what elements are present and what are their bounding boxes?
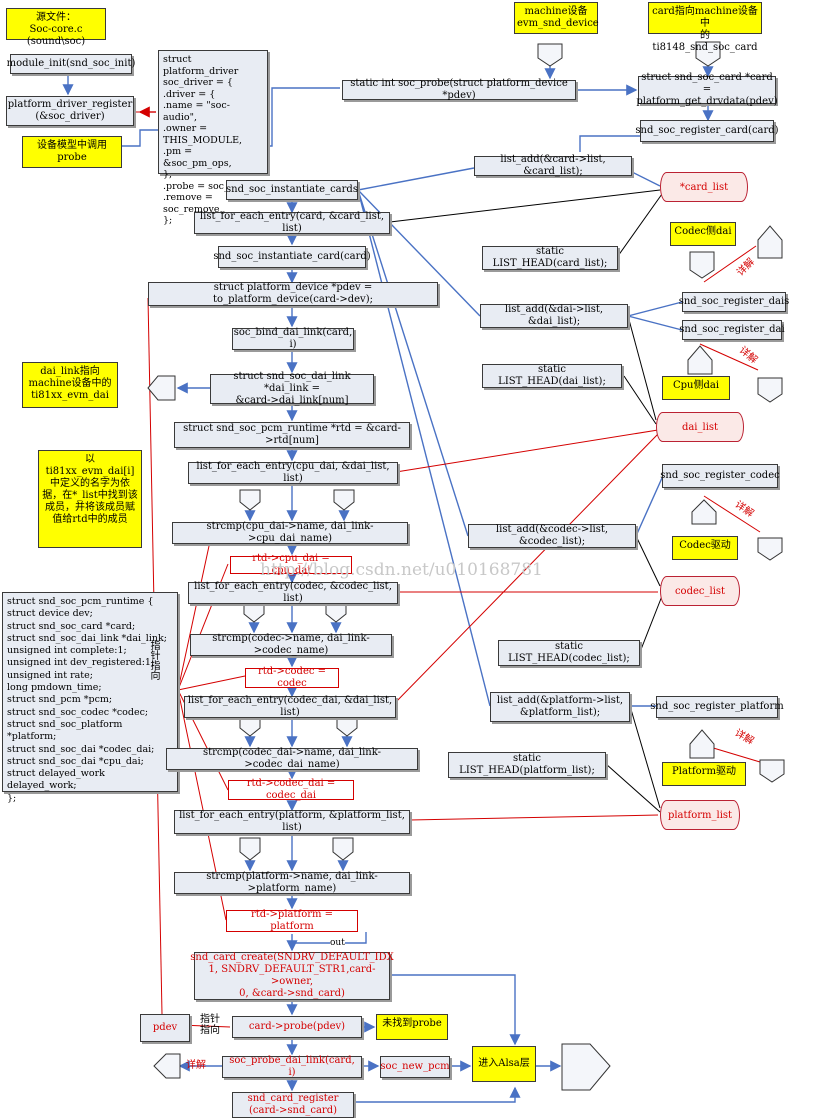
rtd-platform-box: rtd->platform = platform (226, 909, 358, 932)
foreach-platform-box: list_for_each_entry(platform, &platform_… (174, 810, 410, 834)
list-head-card-box: static LIST_HEAD(card_list); (482, 246, 618, 270)
dai-list-storage: dai_list (656, 412, 744, 442)
foreach-codec-dai-box: list_for_each_entry(codec_dai, &dai_list… (184, 695, 396, 718)
snd-card-register-box: snd_card_register (card->snd_card) (232, 1092, 354, 1118)
register-card-box: snd_soc_register_card(card) (635, 120, 779, 142)
register-dais-box: snd_soc_register_dais (679, 292, 789, 312)
main-flow-arrows (62, 66, 714, 1103)
card-probe-box: card->probe(pdev) (232, 1016, 362, 1038)
bind-dai-link-box: soc_bind_dai_link(card, i) (232, 327, 354, 350)
dai-link-assign-box: struct snd_soc_dai_link *dai_link = &car… (210, 371, 374, 406)
list-head-platform-box: static LIST_HEAD(platform_list); (448, 752, 606, 778)
module-init-box: module_init(snd_soc_init) (7, 54, 135, 74)
soc-probe-box: static int soc_probe(struct platform_dev… (342, 78, 576, 101)
strcmp-platform-box: strcmp(platform->name, dai_link->platfor… (174, 871, 410, 894)
source-file-note: 源文件： Soc-core.c (sound\soc) (6, 8, 106, 47)
foreach-card-box: list_for_each_entry(card, &card_list, li… (194, 211, 390, 234)
out-label: out (330, 938, 345, 949)
rtd-cpu-dai-box: rtd->cpu_dai = cpu_dai (230, 553, 352, 576)
pdev-box: pdev (140, 1014, 190, 1042)
rtd-codec-dai-box: rtd->codec_dai = codec_dai (228, 778, 354, 801)
probe-dai-link-box: soc_probe_dai_link(card, i) (222, 1055, 362, 1078)
snd-card-create-box: snd_card_create(SNDRV_DEFAULT_IDX 1, SND… (190, 952, 394, 1000)
list-add-codec-box: list_add(&codec->list, &codec_list); (468, 524, 636, 548)
strcmp-codec-box: strcmp(codec->name, dai_link->codec_name… (190, 633, 392, 656)
cpu-dai-note: Cpu侧dai (662, 376, 730, 400)
strcmp-cpu-box: strcmp(cpu_dai->name, dai_link->cpu_dai_… (172, 521, 408, 544)
dai-link-note: dai_link指向 machine设备中的 ti81xx_evm_dai (22, 362, 118, 408)
card-list-storage: *card_list (660, 172, 748, 202)
register-platform-box: snd_soc_register_platform (650, 696, 784, 718)
platform-driver-register-box: platform_driver_register (&soc_driver) (6, 96, 134, 126)
alsa-layer-note: 进入Alsa层 (472, 1046, 536, 1082)
platform-list-storage: platform_list (660, 800, 740, 830)
list-add-card-box: list_add(&card->list, &card_list); (474, 154, 632, 177)
to-platform-device-box: struct platform_device *pdev = to_platfo… (148, 282, 438, 306)
foreach-cpu-dai-box: list_for_each_entry(cpu_dai, &dai_list, … (188, 461, 398, 484)
list-head-codec-box: static LIST_HEAD(codec_list); (498, 640, 640, 666)
machine-device-note: machine设备 evm_snd_device (514, 2, 599, 34)
detail-label-bottom: 详解 (186, 1060, 206, 1071)
strcmp-codec-dai-box: strcmp(codec_dai->name, dai_link->codec_… (166, 747, 418, 770)
rtd-note: 以ti81xx_evm_dai[i] 中定义的名字为依 据，在*_list中找到… (38, 450, 142, 548)
soc-driver-struct: struct platform_driver soc_driver = { .d… (158, 50, 268, 226)
list-add-platform-box: list_add(&platform->list, &platform_list… (490, 692, 630, 722)
arrow-shapes (147, 41, 785, 1091)
rtd-codec-box: rtd->codec = codec (245, 666, 339, 689)
card-get-box: struct snd_soc_card *card = platform_get… (636, 72, 778, 107)
list-add-dai-box: list_add(&dai->list, &dai_list); (480, 304, 628, 328)
list-head-dai-box: static LIST_HEAD(dai_list); (482, 364, 622, 388)
list-head-connectors (389, 189, 663, 813)
codec-list-storage: codec_list (660, 576, 740, 606)
instantiate-cards-box: snd_soc_instantiate_cards (226, 180, 358, 200)
probe-not-found-note: 未找到probe (376, 1014, 448, 1040)
register-dai-box: snd_soc_register_dai (679, 320, 785, 340)
rtd-assign-box: struct snd_soc_pcm_runtime *rtd = &card-… (174, 422, 410, 448)
platform-driver-note: Platform驱动 (662, 762, 746, 786)
register-codec-box: snd_soc_register_codec (660, 464, 780, 488)
watermark: http://blog.csdn.net/u010168781 (260, 560, 543, 580)
codec-driver-note: Codec驱动 (672, 536, 738, 560)
pointer-vertical-label: 指针指向 (148, 640, 159, 680)
new-pcm-box: soc_new_pcm (380, 1056, 450, 1078)
runtime-struct: struct snd_soc_pcm_runtime { struct devi… (2, 592, 178, 804)
device-model-note: 设备模型中调用 probe (22, 136, 122, 168)
card-pointer-note: card指向machine设备中 的ti8148_snd_soc_card (648, 2, 762, 53)
pointer-label: 指针 指向 (200, 1014, 220, 1036)
codec-dai-note: Codec侧dai (670, 222, 736, 246)
instantiate-card-box: snd_soc_instantiate_card(card) (213, 246, 371, 268)
foreach-codec-box: list_for_each_entry(codec, &codec_list, … (188, 581, 398, 604)
